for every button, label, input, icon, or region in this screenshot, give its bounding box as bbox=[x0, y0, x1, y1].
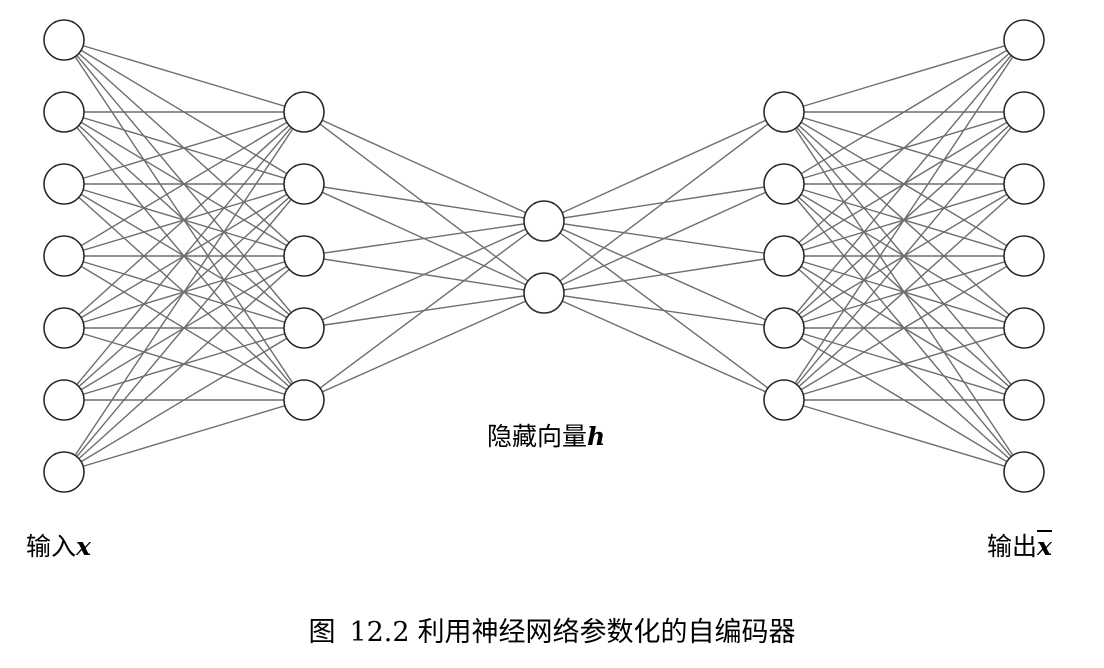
edge-l3-n0-to-n0 bbox=[783, 39, 1025, 113]
node-layer4-2 bbox=[1003, 163, 1045, 205]
edge-l0-n3-to-n0 bbox=[63, 111, 305, 257]
edge-l3-n4-to-n1 bbox=[783, 111, 1025, 401]
caption-number: 12.2 bbox=[349, 617, 410, 648]
output-label-text: 输出 bbox=[987, 532, 1038, 561]
node-layer3-4 bbox=[763, 379, 805, 421]
edge-l2-n0-to-n0 bbox=[543, 111, 785, 222]
node-layer1-4 bbox=[283, 379, 325, 421]
node-layer0-6 bbox=[43, 451, 85, 493]
input-label: 输入x bbox=[26, 534, 91, 559]
edge-l0-n6-to-n3 bbox=[63, 327, 305, 473]
edge-l0-n2-to-n0 bbox=[63, 111, 305, 185]
neuron-nodes bbox=[43, 19, 1045, 493]
edge-l3-n2-to-n0 bbox=[783, 39, 1025, 257]
edge-l3-n3-to-n0 bbox=[783, 39, 1025, 329]
node-layer0-5 bbox=[43, 379, 85, 421]
hidden-label-text: 隐藏向量 bbox=[487, 422, 588, 451]
node-layer3-1 bbox=[763, 163, 805, 205]
node-layer1-1 bbox=[283, 163, 325, 205]
node-layer3-0 bbox=[763, 91, 805, 133]
node-layer0-2 bbox=[43, 163, 85, 205]
node-layer4-3 bbox=[1003, 235, 1045, 277]
edge-l0-n4-to-n0 bbox=[63, 111, 305, 329]
node-layer0-0 bbox=[43, 19, 85, 61]
edge-l0-n6-to-n0 bbox=[63, 111, 305, 473]
edge-l0-n6-to-n4 bbox=[63, 399, 305, 473]
hidden-vector-label: 隐藏向量h bbox=[487, 424, 605, 449]
node-layer2-1 bbox=[523, 272, 565, 314]
edge-l1-n1-to-n0 bbox=[303, 183, 545, 222]
node-layer4-6 bbox=[1003, 451, 1045, 493]
node-layer4-0 bbox=[1003, 19, 1045, 61]
edge-l1-n3-to-n0 bbox=[303, 220, 545, 329]
output-variable: x bbox=[1037, 532, 1052, 561]
edge-l0-n6-to-n1 bbox=[63, 183, 305, 473]
edge-l1-n0-to-n0 bbox=[303, 111, 545, 222]
node-layer2-0 bbox=[523, 200, 565, 242]
node-layer4-4 bbox=[1003, 307, 1045, 349]
edge-l1-n4-to-n0 bbox=[303, 220, 545, 401]
edge-l3-n4-to-n3 bbox=[783, 255, 1025, 401]
edge-l3-n1-to-n0 bbox=[783, 39, 1025, 185]
node-layer1-3 bbox=[283, 307, 325, 349]
node-layer1-0 bbox=[283, 91, 325, 133]
hidden-variable: h bbox=[587, 422, 606, 451]
caption-prefix: 图 bbox=[308, 617, 336, 648]
edge-l3-n4-to-n0 bbox=[783, 39, 1025, 401]
edge-l3-n4-to-n4 bbox=[783, 327, 1025, 401]
node-layer4-1 bbox=[1003, 91, 1045, 133]
edge-l2-n1-to-n1 bbox=[543, 183, 785, 294]
caption-title: 利用神经网络参数化的自编码器 bbox=[417, 617, 796, 648]
edge-l3-n4-to-n2 bbox=[783, 183, 1025, 401]
node-layer3-2 bbox=[763, 235, 805, 277]
edge-l3-n4-to-n6 bbox=[783, 399, 1025, 473]
edge-l1-n4-to-n1 bbox=[303, 292, 545, 401]
node-layer0-4 bbox=[43, 307, 85, 349]
edge-l0-n5-to-n0 bbox=[63, 111, 305, 401]
edge-l0-n0-to-n0 bbox=[63, 39, 305, 113]
node-layer3-3 bbox=[763, 307, 805, 349]
connection-edges bbox=[63, 39, 1025, 473]
output-label: 输出x bbox=[987, 534, 1052, 559]
node-layer1-2 bbox=[283, 235, 325, 277]
edge-l1-n2-to-n0 bbox=[303, 220, 545, 257]
edge-l2-n1-to-n4 bbox=[543, 292, 785, 401]
edge-l2-n1-to-n2 bbox=[543, 255, 785, 294]
edge-l0-n6-to-n2 bbox=[63, 255, 305, 473]
node-layer0-1 bbox=[43, 91, 85, 133]
input-label-text: 输入 bbox=[26, 532, 77, 561]
edge-l2-n1-to-n0 bbox=[543, 111, 785, 294]
node-layer4-5 bbox=[1003, 379, 1045, 421]
edge-l2-n1-to-n3 bbox=[543, 292, 785, 329]
input-variable: x bbox=[76, 532, 91, 561]
node-layer0-3 bbox=[43, 235, 85, 277]
